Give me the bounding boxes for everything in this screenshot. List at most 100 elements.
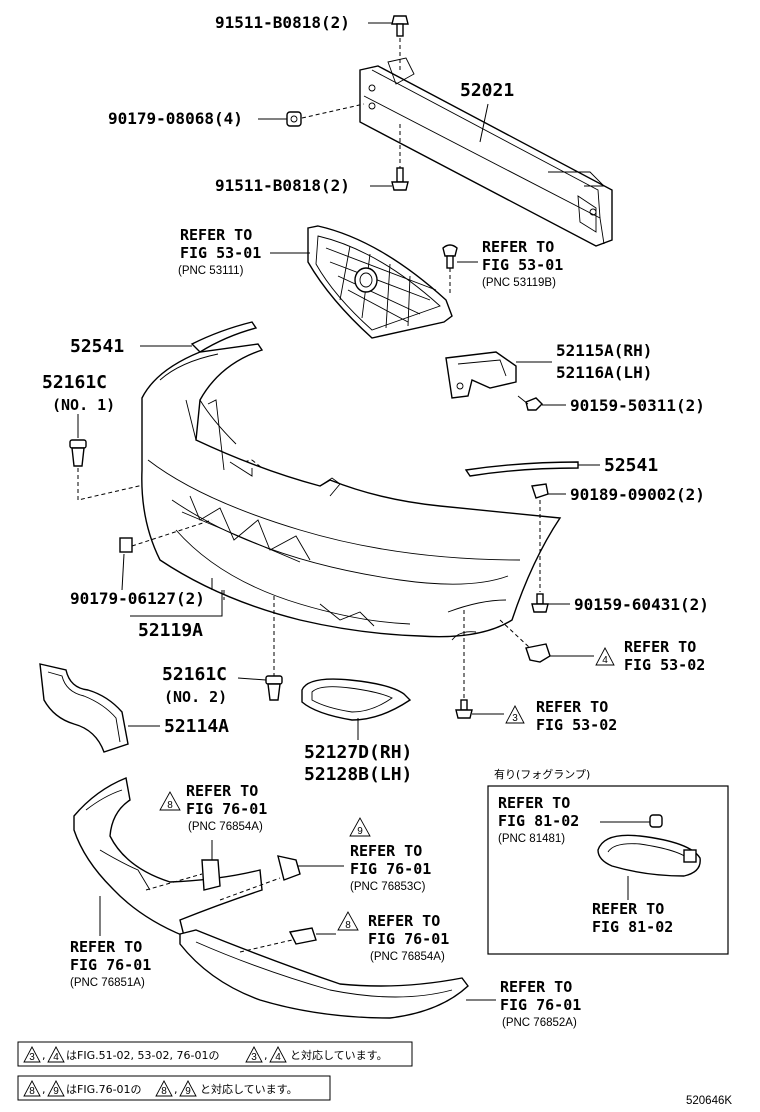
bumper-support-drawing — [445, 351, 517, 399]
part-support-lh: 52116A(LH) — [556, 363, 652, 382]
part-clip-no1-sub: (NO. 1) — [52, 396, 115, 414]
clip-no1-drawing — [69, 439, 87, 467]
bumper-cover-drawing — [141, 343, 562, 641]
part-moulding-right: 52541 — [604, 455, 658, 476]
spoiler-main-pnc: (PNC 76851A) — [70, 977, 145, 989]
svg-text:9: 9 — [53, 1086, 59, 1097]
refer-53-02-a-triangle: 4 — [595, 647, 615, 666]
svg-text:,: , — [42, 1083, 46, 1096]
fog-ref1-line1: REFER TO — [498, 794, 570, 812]
svg-text:と対応しています。: と対応しています。 — [200, 1082, 298, 1096]
spoiler-right-line2: FIG 76-01 — [500, 996, 581, 1014]
emblem-ref-pnc: (PNC 53119B) — [482, 277, 556, 289]
spoiler-ref3-line2: FIG 76-01 — [368, 930, 449, 948]
spoiler-ref1-triangle: 8 — [159, 791, 181, 811]
front-spoiler-drawing — [73, 777, 469, 1019]
clip-53-02-a-drawing — [525, 643, 551, 663]
svg-text:3: 3 — [512, 713, 518, 724]
nut-right-drawing — [531, 483, 549, 499]
emblem-clip-drawing — [442, 244, 458, 269]
spoiler-ref1-line2: FIG 76-01 — [186, 800, 267, 818]
retainer-left-dash — [131, 519, 213, 547]
radiator-grille-drawing — [307, 225, 453, 339]
svg-text:3: 3 — [29, 1052, 35, 1063]
part-screw-support: 90159-50311(2) — [570, 396, 705, 415]
fog-caption: 有り(フォグランプ) — [494, 767, 590, 781]
emblem-ref-line2: FIG 53-01 — [482, 256, 563, 274]
reinforcement-leader — [479, 103, 489, 143]
note-2: 8 , 9 はFIG.76-01の 8 , 9 と対応しています。 — [17, 1075, 331, 1101]
nut-retainer-dash — [301, 103, 365, 119]
svg-text:8: 8 — [29, 1086, 35, 1097]
spoiler-ref2-line2: FIG 76-01 — [350, 860, 431, 878]
screw-support-drawing — [517, 395, 543, 411]
spoiler-right-pnc: (PNC 76852A) — [502, 1017, 577, 1029]
part-reinforcement: 52021 — [460, 80, 514, 101]
part-clip-no1: 52161C — [42, 372, 107, 393]
svg-text:4: 4 — [275, 1052, 281, 1063]
bolt-lower-drawing — [391, 167, 409, 191]
part-screw-right: 90159-60431(2) — [574, 595, 709, 614]
clip-no2-leader — [237, 677, 267, 681]
moulding-right-drawing — [464, 461, 579, 477]
part-moulding-upper-left: 52541 — [70, 336, 124, 357]
spoiler-clip-3-dash — [239, 939, 293, 953]
svg-text:9: 9 — [357, 826, 363, 837]
svg-text:8: 8 — [161, 1086, 167, 1097]
refer-53-02-b-triangle: 3 — [505, 705, 525, 724]
part-clip-no2-sub: (NO. 2) — [164, 688, 227, 706]
illustration-id: 520646K — [686, 1095, 732, 1107]
spoiler-main-line2: FIG 76-01 — [70, 956, 151, 974]
grille-ref-line1: REFER TO — [180, 226, 252, 244]
part-cover-lh: 52128B(LH) — [304, 764, 412, 785]
svg-text:3: 3 — [251, 1052, 257, 1063]
refer-53-02-b-line1: REFER TO — [536, 698, 608, 716]
fog-lamp-drawing — [597, 834, 701, 877]
spoiler-ref2-line1: REFER TO — [350, 842, 422, 860]
fog-bulb-drawing — [649, 814, 663, 828]
screw-right-drawing — [531, 593, 549, 613]
spoiler-ref2-triangle: 9 — [349, 817, 371, 837]
spoiler-ref1-pnc: (PNC 76854A) — [188, 821, 263, 833]
spoiler-right-line1: REFER TO — [500, 978, 572, 996]
note-1: 3 , 4 はFIG.51-02, 53-02, 76-01の 3 , 4 と対… — [17, 1041, 413, 1067]
spoiler-ref3-pnc: (PNC 76854A) — [370, 951, 445, 963]
fog-ref1-pnc: (PNC 81481) — [498, 833, 565, 845]
spoiler-clip-2-drawing — [277, 855, 301, 881]
grille-ref-line2: FIG 53-01 — [180, 244, 261, 262]
svg-text:,: , — [42, 1049, 46, 1062]
spoiler-ref2-pnc: (PNC 76853C) — [350, 881, 426, 893]
emblem-ref-line1: REFER TO — [482, 238, 554, 256]
cover-clip-dash — [251, 459, 263, 469]
refer-53-02-a-line1: REFER TO — [624, 638, 696, 656]
svg-text:4: 4 — [53, 1052, 59, 1063]
fog-ref1-line2: FIG 81-02 — [498, 812, 579, 830]
part-bolt-lower: 91511-B0818(2) — [215, 176, 350, 195]
part-nut-retainer: 90179-08068(4) — [108, 109, 243, 128]
part-retainer-left: 90179-06127(2) — [70, 589, 205, 608]
part-nut-right: 90189-09002(2) — [570, 485, 705, 504]
svg-text:はFIG.51-02, 53-02, 76-01の: はFIG.51-02, 53-02, 76-01の — [66, 1049, 219, 1062]
part-plate-bracket: 52114A — [164, 716, 229, 737]
spoiler-clip-3-drawing — [288, 927, 317, 945]
svg-text:4: 4 — [602, 655, 608, 666]
nut-retainer-drawing — [286, 111, 302, 127]
spoiler-clip-1-dash — [145, 873, 203, 891]
fog-inset-box — [487, 785, 729, 955]
svg-text:9: 9 — [185, 1086, 191, 1097]
svg-text:はFIG.76-01の: はFIG.76-01の — [66, 1083, 142, 1096]
svg-text:8: 8 — [167, 800, 173, 811]
retainer-left-leader — [121, 553, 125, 591]
spoiler-clip-2-dash — [219, 877, 281, 901]
fog-ref2-line1: REFER TO — [592, 900, 664, 918]
moulding-upper-left-drawing — [190, 321, 258, 353]
bolt-top-drawing — [391, 15, 409, 37]
grille-ref-pnc: (PNC 53111) — [178, 265, 244, 277]
svg-text:と対応しています。: と対応しています。 — [290, 1048, 388, 1062]
fog-ref2-line2: FIG 81-02 — [592, 918, 673, 936]
part-clip-no2: 52161C — [162, 664, 227, 685]
clip-53-02-b-drawing — [455, 699, 473, 719]
refer-53-02-b-line2: FIG 53-02 — [536, 716, 617, 734]
